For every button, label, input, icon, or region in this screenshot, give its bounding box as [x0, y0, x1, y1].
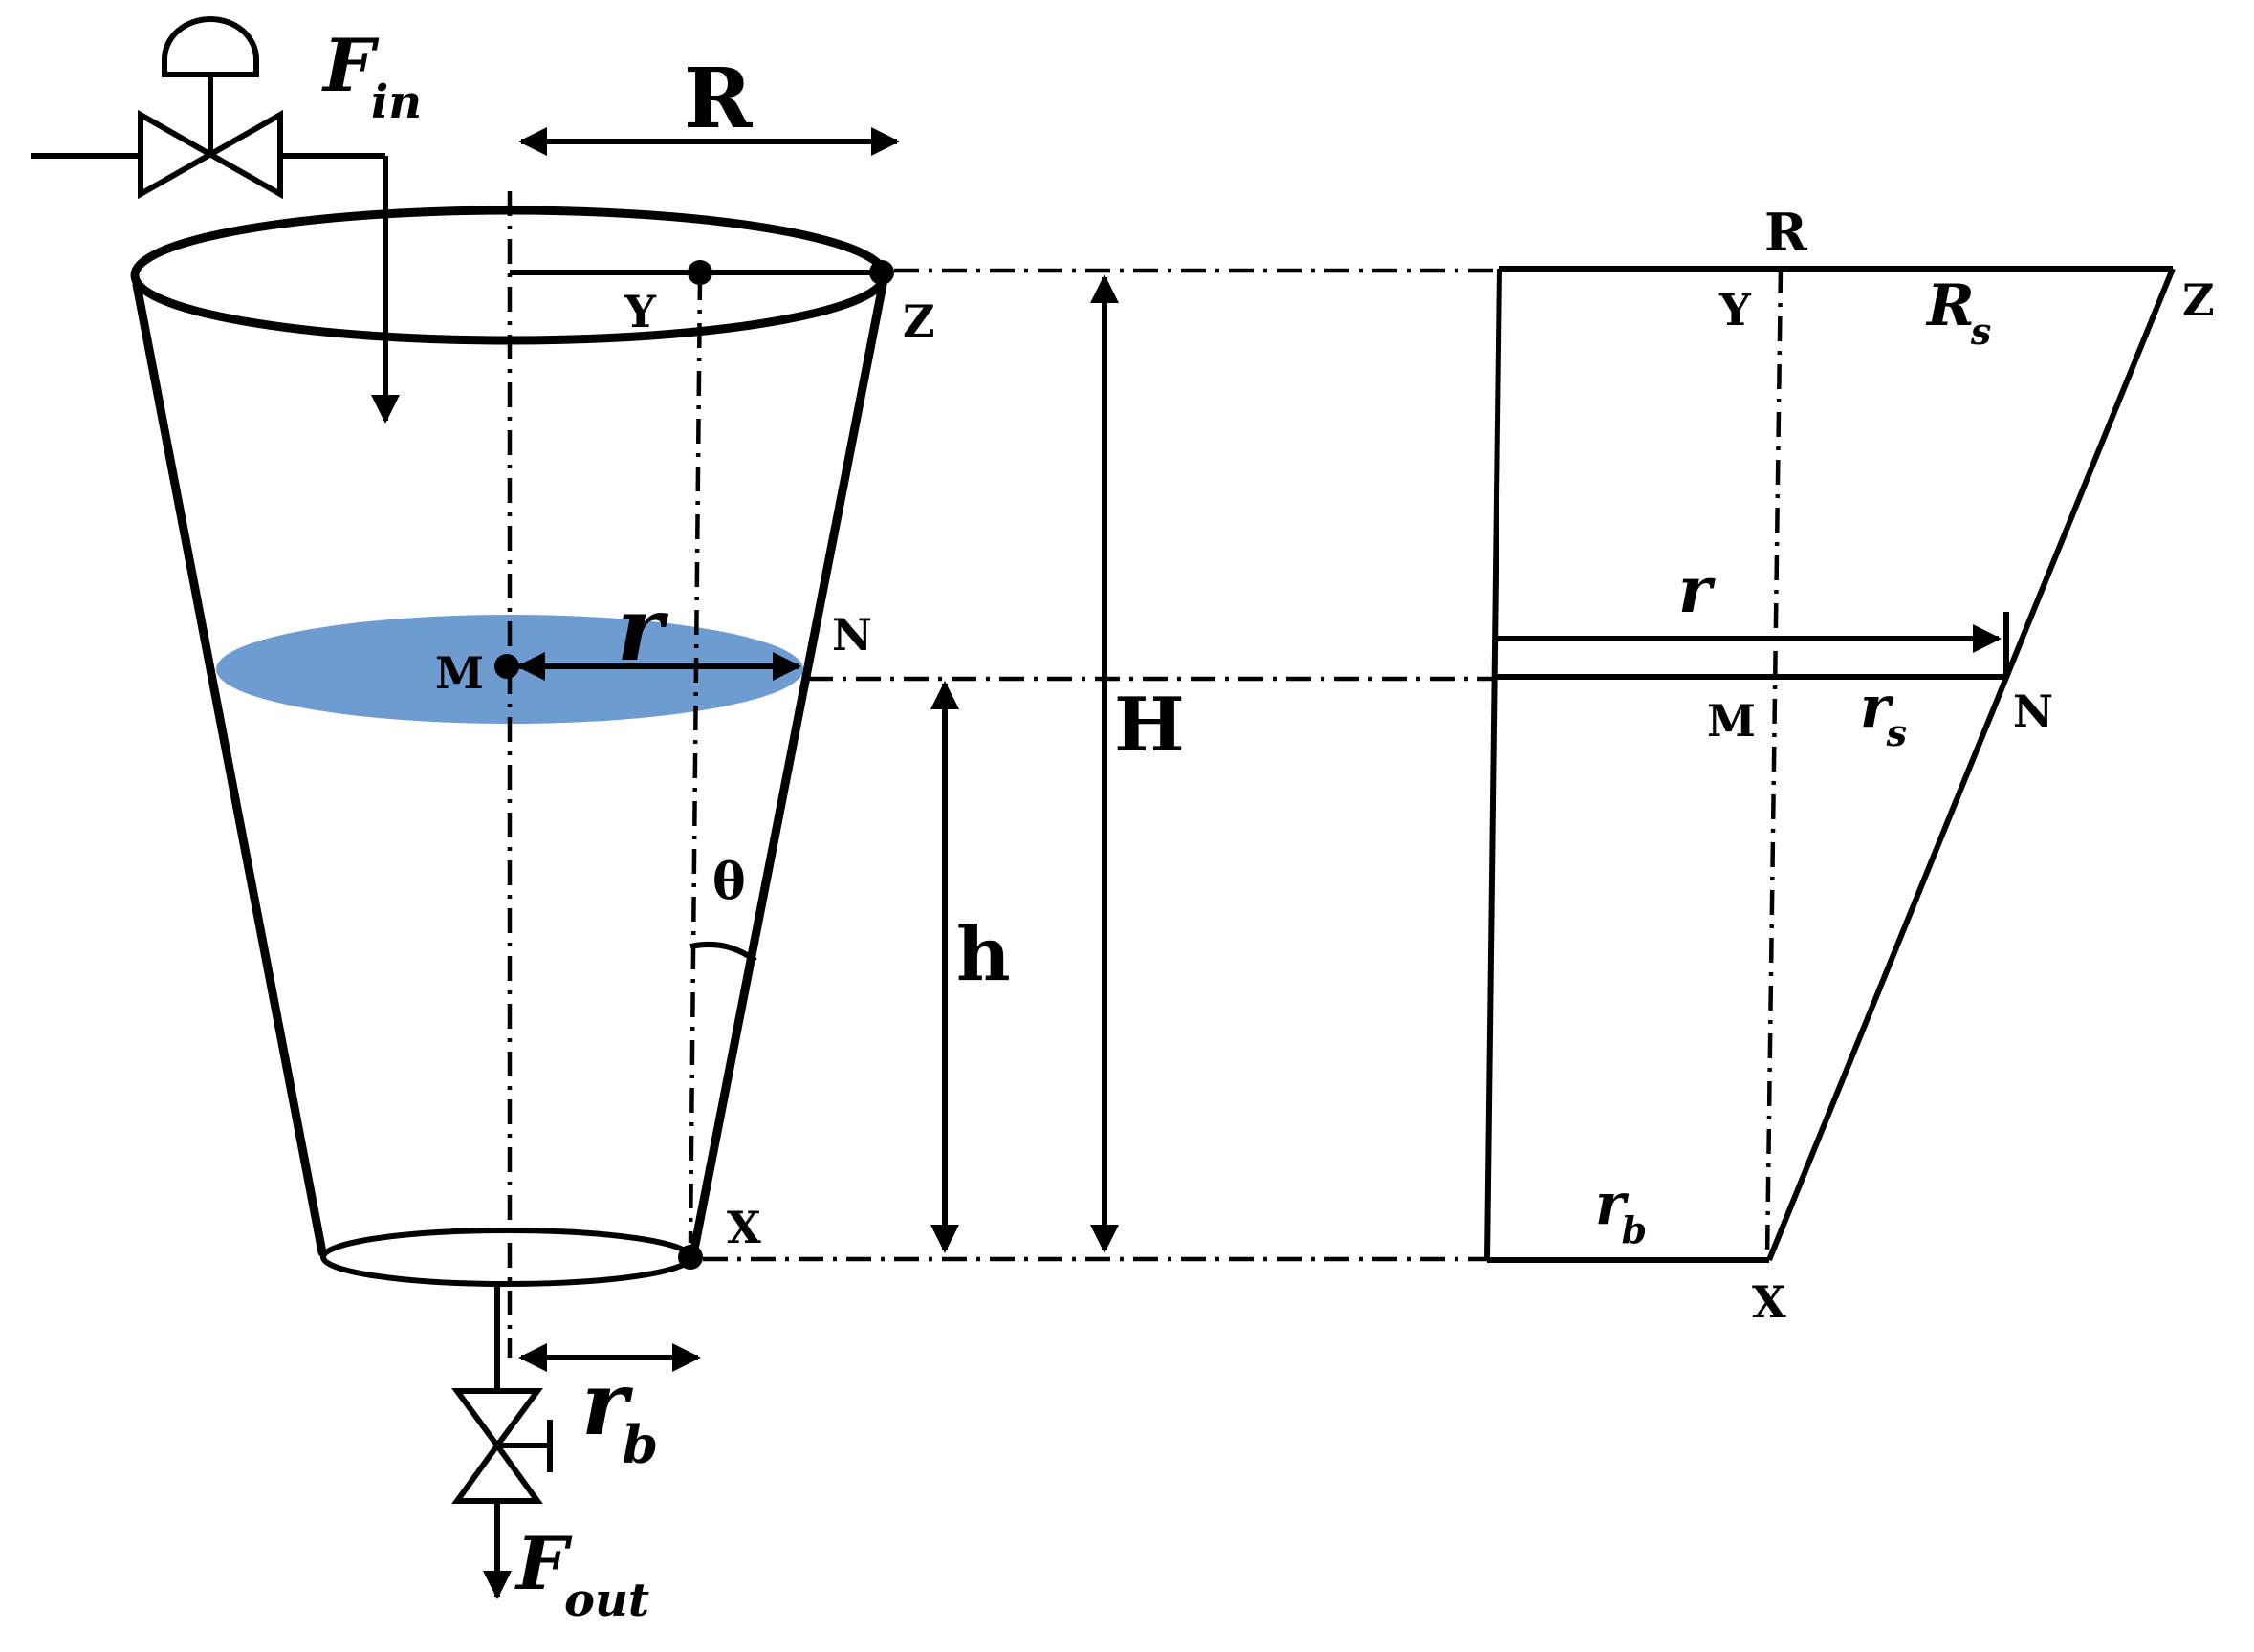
label-H: H	[1114, 682, 1185, 769]
label-r-left: r	[617, 577, 669, 681]
label-m-left: M	[435, 647, 484, 699]
label-R-right: R	[1764, 202, 1808, 263]
label-h: h	[956, 911, 1011, 998]
label-x-right: X	[1752, 1276, 1786, 1328]
label-r-right: r	[1678, 553, 1716, 627]
label-n-right: N	[2013, 685, 2053, 737]
point-z-dot	[869, 260, 894, 285]
label-m-right: M	[1707, 695, 1756, 747]
label-n-left: N	[832, 609, 872, 661]
label-R-top: R	[684, 51, 753, 147]
label-rb-left: rb	[581, 1352, 658, 1475]
label-z-left: Z	[903, 295, 935, 347]
slant-reference-line	[688, 274, 703, 1244]
inlet-pipe	[31, 153, 400, 424]
point-y-dot	[688, 260, 712, 285]
label-x-left: X	[727, 1202, 761, 1253]
cross-section	[1484, 266, 2176, 1263]
tank-bottom-rim	[320, 1228, 693, 1287]
point-x-dot	[678, 1245, 703, 1270]
control-valve-icon	[138, 16, 283, 200]
label-z-right: Z	[2182, 274, 2215, 326]
label-theta: θ	[712, 853, 746, 911]
label-rb-right: rb	[1595, 1171, 1647, 1251]
label-f-in: Fin	[321, 23, 422, 129]
label-rs: rs	[1860, 674, 1907, 754]
theta-arc	[689, 941, 757, 964]
label-Rs: Rs	[1925, 272, 1991, 353]
label-f-out: Fout	[514, 1521, 649, 1627]
hand-valve-icon	[451, 1388, 553, 1504]
cross-section-axis	[1764, 268, 1784, 1258]
label-y-left: Y	[624, 286, 657, 337]
point-m-dot	[494, 654, 519, 679]
label-y-right: Y	[1718, 284, 1752, 336]
